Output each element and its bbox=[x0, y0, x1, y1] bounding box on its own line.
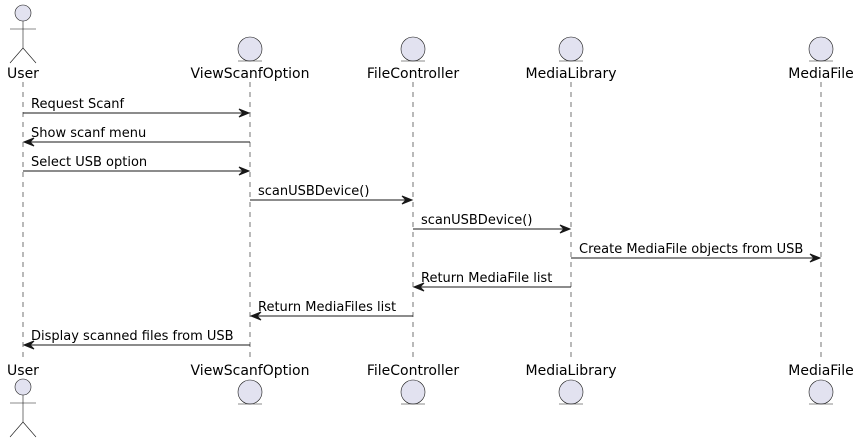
participant-label: MediaLibrary bbox=[526, 363, 617, 379]
participant-label: ViewScanfOption bbox=[191, 363, 310, 379]
message-label: Display scanned files from USB bbox=[31, 329, 234, 344]
participant-top-filecontroller: FileController bbox=[367, 36, 460, 82]
message-label: Request Scanf bbox=[31, 97, 125, 112]
actor-head bbox=[14, 4, 32, 22]
actor-head bbox=[14, 378, 32, 396]
participant-label: MediaFile bbox=[788, 66, 853, 82]
participants-bottom: User ViewScanfOption FileController MediaLi… bbox=[7, 363, 854, 438]
actor-leg-left bbox=[9, 47, 24, 64]
participant-bottom-mediafile: MediaFile bbox=[788, 363, 854, 405]
participant-label: MediaLibrary bbox=[526, 66, 617, 82]
actor-leg-right bbox=[22, 421, 37, 438]
participant-label: MediaFile bbox=[788, 363, 853, 379]
arrowhead-icon bbox=[238, 166, 251, 176]
arrowhead-icon bbox=[809, 253, 822, 263]
entity-icon bbox=[808, 36, 834, 62]
message-6: Create MediaFile objects from USB bbox=[571, 242, 822, 263]
message-label: scanUSBDevice() bbox=[258, 184, 369, 199]
entity-icon bbox=[808, 379, 834, 405]
message-label: Return MediaFile list bbox=[421, 271, 552, 286]
message-7: Return MediaFile list bbox=[412, 271, 571, 292]
message-label: Return MediaFiles list bbox=[258, 300, 396, 315]
entity-icon bbox=[237, 36, 263, 62]
arrowhead-icon bbox=[559, 224, 572, 234]
message-8: Return MediaFiles list bbox=[249, 300, 413, 321]
entity-icon bbox=[558, 36, 584, 62]
message-label: Show scanf menu bbox=[31, 126, 146, 141]
lifelines bbox=[22, 82, 822, 362]
arrowhead-icon bbox=[22, 137, 35, 147]
participant-bottom-medialibrary: MediaLibrary bbox=[526, 363, 617, 405]
message-label: scanUSBDevice() bbox=[421, 213, 532, 228]
participant-top-medialibrary: MediaLibrary bbox=[526, 36, 617, 82]
participant-top-user: User bbox=[7, 4, 39, 82]
participant-label: FileController bbox=[367, 363, 460, 379]
participant-label: FileController bbox=[367, 66, 460, 82]
entity-icon bbox=[237, 379, 263, 405]
message-9: Display scanned files from USB bbox=[22, 329, 250, 350]
message-1: Request Scanf bbox=[23, 97, 251, 118]
participant-top-viewscanf: ViewScanfOption bbox=[191, 36, 310, 82]
participant-bottom-user: User bbox=[7, 363, 39, 438]
message-4: scanUSBDevice() bbox=[250, 184, 414, 205]
message-2: Show scanf menu bbox=[22, 126, 250, 147]
participant-bottom-viewscanf: ViewScanfOption bbox=[191, 363, 310, 405]
arrowhead-icon bbox=[401, 195, 414, 205]
participant-label: User bbox=[7, 66, 39, 82]
actor-leg-left bbox=[9, 421, 24, 438]
arrowhead-icon bbox=[249, 311, 262, 321]
participants-top: User ViewScanfOption FileController MediaLi… bbox=[7, 4, 854, 82]
participant-label: User bbox=[7, 363, 39, 379]
participant-bottom-filecontroller: FileController bbox=[367, 363, 460, 405]
message-3: Select USB option bbox=[23, 155, 251, 176]
participant-top-mediafile: MediaFile bbox=[788, 36, 854, 82]
message-label: Select USB option bbox=[31, 155, 147, 170]
arrowhead-icon bbox=[238, 108, 251, 118]
arrowhead-icon bbox=[412, 282, 425, 292]
message-5: scanUSBDevice() bbox=[413, 213, 572, 234]
participant-label: ViewScanfOption bbox=[191, 66, 310, 82]
message-label: Create MediaFile objects from USB bbox=[579, 242, 803, 257]
entity-icon bbox=[400, 379, 426, 405]
entity-icon bbox=[558, 379, 584, 405]
entity-icon bbox=[400, 36, 426, 62]
arrowhead-icon bbox=[22, 340, 35, 350]
actor-leg-right bbox=[22, 47, 37, 64]
